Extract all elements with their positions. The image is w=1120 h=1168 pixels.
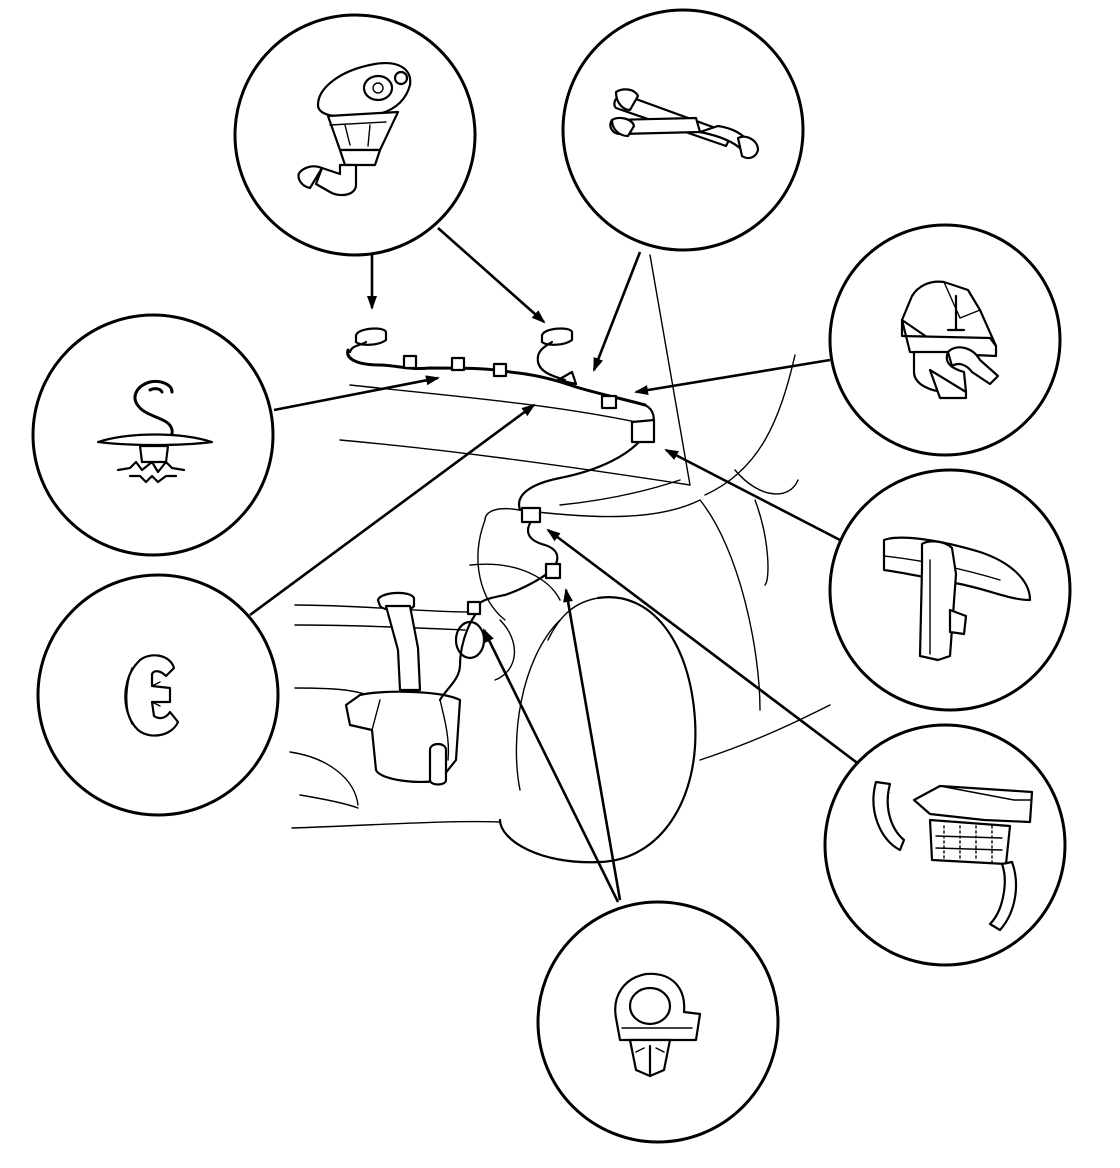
- leader-lines: [249, 227, 861, 903]
- callout-hose-holder: [828, 468, 1072, 712]
- callout-fender-clip: [823, 723, 1067, 967]
- leader-hook-clip: [273, 375, 440, 412]
- washer-hose-run: [346, 327, 656, 702]
- hose-joint-icon: [609, 88, 760, 160]
- leader-hose-holder: [664, 448, 841, 542]
- callout-hook-clip: [31, 313, 275, 557]
- hose-holder-icon: [882, 536, 1032, 662]
- leader-c-clip: [249, 403, 536, 617]
- callout-push-clip: [536, 900, 780, 1144]
- leader-push-clip-a: [563, 588, 622, 901]
- leader-nozzle-right: [437, 227, 546, 324]
- leader-hose-clip: [634, 358, 831, 395]
- leader-hose-joint: [592, 251, 642, 372]
- callout-c-clip: [36, 573, 280, 817]
- c-clip-icon: [124, 654, 180, 737]
- fender-clip-icon: [872, 780, 1034, 932]
- leader-push-clip-b: [482, 628, 620, 903]
- callout-hose-clip-double: [828, 223, 1062, 457]
- push-clip-icon: [614, 972, 702, 1078]
- hose-clip-icon: [900, 280, 1000, 400]
- vehicle-front-body: [289, 254, 831, 864]
- callout-washer-nozzle: [233, 13, 477, 257]
- hook-clip-icon: [96, 380, 214, 484]
- callout-hose-joint: [561, 8, 805, 252]
- washer-nozzle-icon: [297, 62, 412, 197]
- leader-fender-clip: [546, 528, 861, 767]
- washer-reservoir: [344, 591, 462, 786]
